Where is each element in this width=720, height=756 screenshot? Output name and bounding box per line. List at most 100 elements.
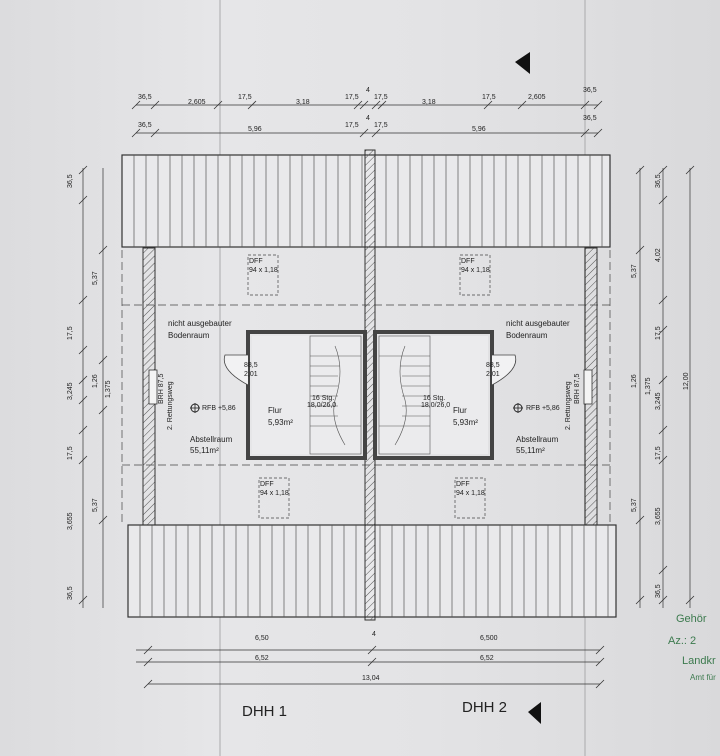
dim-right: 5,37 xyxy=(631,498,638,512)
dimension-tick xyxy=(143,657,153,667)
dimension-tick xyxy=(595,679,605,689)
escape-window-right xyxy=(583,369,593,405)
dim-left: 5,37 xyxy=(92,498,99,512)
dimension-tick xyxy=(353,100,363,110)
room-label-hall-right: Flur xyxy=(453,406,467,415)
roof-window-label: 94 x 1,18 xyxy=(456,490,485,497)
dim-right: 5,37 xyxy=(631,264,638,278)
roof-window-label: 94 x 1,18 xyxy=(249,267,278,274)
dimension-tick xyxy=(131,128,141,138)
sill-height-right: BRH 87,5 xyxy=(574,374,581,404)
dim-top-1: 17,5 xyxy=(345,94,359,101)
stair-info-left: 18,0/26,0 xyxy=(307,402,336,409)
rfb-left: RFB +5,86 xyxy=(202,405,236,412)
dimension-tick xyxy=(213,100,223,110)
room-label-attic-right: nicht ausgebauter xyxy=(506,319,570,328)
dim-top-2: 4 xyxy=(366,115,370,122)
stair-info-right: 16 Stg. xyxy=(423,395,445,402)
dim-right: 12,00 xyxy=(683,372,690,390)
dim-right: 36,5 xyxy=(655,584,662,598)
dim-left: 3,655 xyxy=(67,512,74,530)
door-dim-left: 2,01 xyxy=(244,371,258,378)
stair-info-right: 18,0/26,0 xyxy=(421,402,450,409)
dimension-tick xyxy=(593,100,603,110)
room-area-hall-right: 5,93m² xyxy=(453,418,478,427)
height-marker-right xyxy=(513,403,523,413)
house-label-2: DHH 2 xyxy=(462,699,507,716)
direction-arrow-icon xyxy=(528,702,541,724)
dim-bottom: 6,50 xyxy=(255,635,269,642)
dim-top-2: 36,5 xyxy=(583,115,597,122)
dimension-tick xyxy=(143,645,153,655)
dim-top-1: 3,18 xyxy=(296,99,310,106)
dimension-tick xyxy=(483,100,493,110)
dimension-tick xyxy=(150,100,160,110)
dim-right: 17,5 xyxy=(655,446,662,460)
escape-window-left xyxy=(148,369,158,405)
dim-bottom: 6,500 xyxy=(480,635,498,642)
room-label-attic-left: Bodenraum xyxy=(168,331,210,340)
dim-bottom: 6,52 xyxy=(255,655,269,662)
dimension-tick xyxy=(131,100,141,110)
dimension-tick xyxy=(150,128,160,138)
dim-right: 3,655 xyxy=(655,507,662,525)
door-swing-right xyxy=(491,354,517,386)
dim-bottom: 13,04 xyxy=(362,675,380,682)
stamp-text: Gehör xyxy=(676,613,707,625)
dim-left: 5,37 xyxy=(92,271,99,285)
dim-right: 4,02 xyxy=(655,248,662,262)
door-dim-left: 88,5 xyxy=(244,362,258,369)
roof-window-label: DFF xyxy=(456,481,470,488)
dim-left: 17,5 xyxy=(67,326,74,340)
dim-left: 17,5 xyxy=(67,446,74,460)
dim-top-1: 3,18 xyxy=(422,99,436,106)
dimension-lines-side xyxy=(82,168,691,608)
dimension-tick xyxy=(517,100,527,110)
dim-top-1: 17,5 xyxy=(374,94,388,101)
dim-bottom: 4 xyxy=(372,631,376,638)
stamp-text: Az.: 2 xyxy=(668,635,696,647)
roof-window-label: 94 x 1,18 xyxy=(260,490,289,497)
dimension-tick xyxy=(580,100,590,110)
dimension-tick xyxy=(143,679,153,689)
door-dim-right: 88,5 xyxy=(486,362,500,369)
dim-bottom: 6,52 xyxy=(480,655,494,662)
room-label-storage-left: Abstellraum xyxy=(190,435,233,444)
dim-top-2: 17,5 xyxy=(374,122,388,129)
roof-window-label: 94 x 1,18 xyxy=(461,267,490,274)
dim-top-1: 36,5 xyxy=(138,94,152,101)
dim-top-1: 17,5 xyxy=(482,94,496,101)
rfb-right: RFB +5,86 xyxy=(526,405,560,412)
roof-window-label: DFF xyxy=(260,481,274,488)
dimension-tick xyxy=(580,128,590,138)
dim-top-1: 36,5 xyxy=(583,87,597,94)
dim-right: 1,26 xyxy=(631,374,638,388)
dim-top-2: 17,5 xyxy=(345,122,359,129)
stair-info-left: 16 Stg. xyxy=(312,395,334,402)
dimension-tick xyxy=(595,645,605,655)
dim-top-2: 5,96 xyxy=(248,126,262,133)
roof-window-label: DFF xyxy=(249,258,263,265)
dim-left: 36,5 xyxy=(67,174,74,188)
stair-hall-right xyxy=(373,330,494,460)
dimension-lines-top xyxy=(136,104,600,685)
roof-window-label: DFF xyxy=(461,258,475,265)
dimension-tick xyxy=(371,128,381,138)
dim-top-1: 4 xyxy=(366,87,370,94)
room-area-storage-left: 55,11m² xyxy=(190,446,219,455)
dim-right: 1,375 xyxy=(645,377,652,395)
room-label-hall-left: Flur xyxy=(268,406,282,415)
escape-route-left: 2. Rettungsweg xyxy=(167,381,174,430)
dimension-tick xyxy=(377,100,387,110)
door-dim-right: 2,01 xyxy=(486,371,500,378)
dimension-tick xyxy=(247,100,257,110)
dim-right: 17,5 xyxy=(655,326,662,340)
dim-left: 1,26 xyxy=(92,374,99,388)
dim-top-2: 36,5 xyxy=(138,122,152,129)
dim-left: 36,5 xyxy=(67,586,74,600)
house-label-1: DHH 1 xyxy=(242,703,287,720)
dimension-tick xyxy=(371,100,381,110)
dimension-tick xyxy=(359,128,369,138)
dimension-tick xyxy=(367,645,377,655)
